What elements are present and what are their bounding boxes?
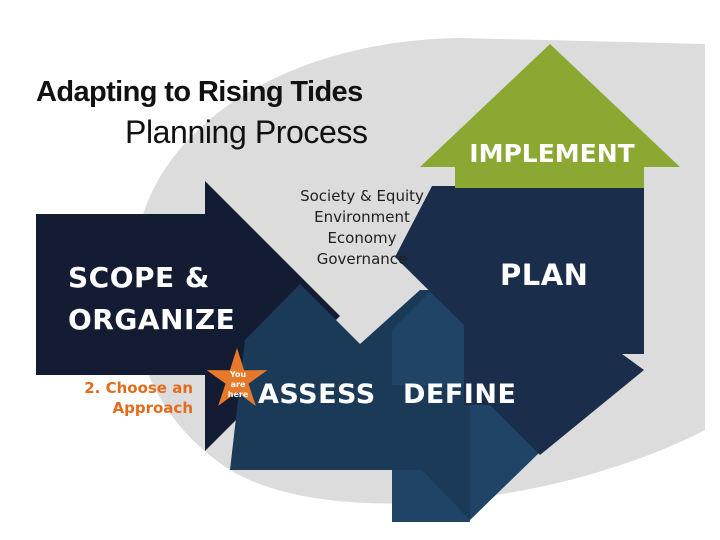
criteria-item: Economy [327, 229, 397, 247]
star-icon [206, 348, 268, 406]
scope-organize-label: SCOPE & ORGANIZE [68, 257, 235, 341]
callout-line1: 2. Choose an [84, 379, 193, 397]
marker-line: here [227, 390, 249, 399]
assess-label: ASSESS [258, 379, 376, 410]
marker-line: are [230, 380, 246, 389]
scope-label-line1: SCOPE & [68, 261, 210, 294]
implement-arrow [420, 44, 680, 188]
scope-label-line2: ORGANIZE [68, 303, 236, 336]
plan-arrow [395, 186, 644, 455]
criteria-item: Environment [314, 208, 410, 226]
you-are-here-marker: You are here [213, 370, 263, 400]
page-title: Adapting to Rising Tides [36, 76, 363, 108]
callout-line2: Approach [112, 399, 193, 417]
plan-arrow-notch [622, 354, 644, 370]
implement-label: IMPLEMENT [469, 139, 635, 168]
current-step-callout: 2. Choose an Approach [60, 378, 193, 418]
define-label: DEFINE [403, 379, 517, 410]
plan-label: PLAN [500, 258, 589, 292]
page-subtitle: Planning Process [125, 114, 368, 150]
criteria-item: Governance [316, 250, 408, 268]
criteria-list: Society & Equity Environment Economy Gov… [282, 186, 442, 270]
define-arrow-head [392, 292, 540, 520]
marker-line: You [229, 370, 247, 379]
criteria-item: Society & Equity [300, 187, 424, 205]
